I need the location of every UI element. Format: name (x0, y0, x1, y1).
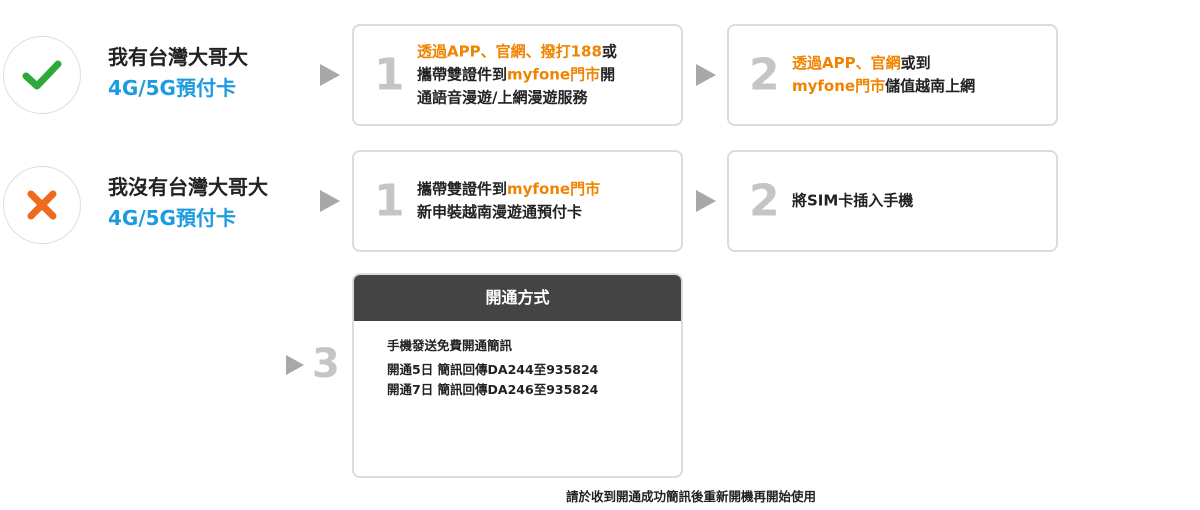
highlight: myfone門市 (792, 77, 886, 95)
step-number: 1 (374, 49, 405, 101)
highlight: myfone門市 (507, 180, 601, 198)
step-number: 2 (749, 175, 780, 227)
row1-subtitle: 4G/5G預付卡 (108, 76, 236, 100)
row1-step2-box: 2 透過APP、官網或到 myfone門市儲值越南上網 (727, 24, 1058, 126)
row2-title-text: 我沒有台灣大哥大 (108, 175, 268, 199)
row1-title-text: 我有台灣大哥大 (108, 45, 248, 69)
highlight: 透過APP、官網 (792, 54, 901, 72)
text: 儲值越南上網 (885, 77, 976, 95)
row2-step1-text: 攜帶雙證件到myfone門市 新申裝越南漫遊通預付卡 (417, 178, 600, 224)
arrow-icon (696, 64, 716, 86)
text: 新申裝越南漫遊通預付卡 (417, 203, 583, 221)
row2-subtitle: 4G/5G預付卡 (108, 206, 236, 230)
row2-step2-box: 2 將SIM卡插入手機 (727, 150, 1058, 252)
row1-step1-box: 1 透過APP、官網、撥打188或 攜帶雙證件到myfone門市開 通語音漫遊/… (352, 24, 683, 126)
text: 通語音漫遊/上網漫遊服務 (417, 88, 588, 107)
check-icon (22, 60, 62, 90)
row1-step1-text: 透過APP、官網、撥打188或 攜帶雙證件到myfone門市開 通語音漫遊/上網… (417, 41, 617, 110)
method-line: 手機發送免費開通簡訊 (387, 338, 513, 353)
text: 或 (601, 42, 617, 61)
step3-number: 3 (312, 341, 340, 387)
text: 攜帶雙證件到 (417, 65, 508, 84)
row1-title: 我有台灣大哥大 4G/5G預付卡 (108, 42, 248, 104)
step-number: 2 (749, 49, 780, 101)
step-number: 1 (374, 175, 405, 227)
footnote: 請於收到開通成功簡訊後重新開機再開始使用 (566, 489, 817, 504)
check-circle (3, 36, 81, 114)
highlight: myfone門市 (507, 65, 601, 84)
text: 攜帶雙證件到 (417, 180, 508, 198)
arrow-icon (320, 64, 340, 86)
arrow-icon (696, 190, 716, 212)
row1-step2-text: 透過APP、官網或到 myfone門市儲值越南上網 (792, 52, 975, 98)
method-line: 開通5日 簡訊回傳DA244至935824 (387, 362, 599, 377)
arrow-icon (320, 190, 340, 212)
activation-method-header: 開通方式 (354, 275, 681, 321)
text: 或到 (900, 54, 931, 72)
cross-circle (3, 166, 81, 244)
activation-method-box: 開通方式 手機發送免費開通簡訊 開通5日 簡訊回傳DA244至935824 開通… (352, 273, 683, 478)
text: 開 (600, 65, 616, 84)
method-line: 開通7日 簡訊回傳DA246至935824 (387, 382, 599, 397)
row2-title: 我沒有台灣大哥大 4G/5G預付卡 (108, 172, 268, 234)
highlight: 透過APP、官網、撥打188 (417, 42, 602, 61)
row2-step1-box: 1 攜帶雙證件到myfone門市 新申裝越南漫遊通預付卡 (352, 150, 683, 252)
row2-step2-text: 將SIM卡插入手機 (792, 191, 914, 210)
cross-icon (27, 190, 57, 220)
arrow-icon (286, 355, 304, 375)
